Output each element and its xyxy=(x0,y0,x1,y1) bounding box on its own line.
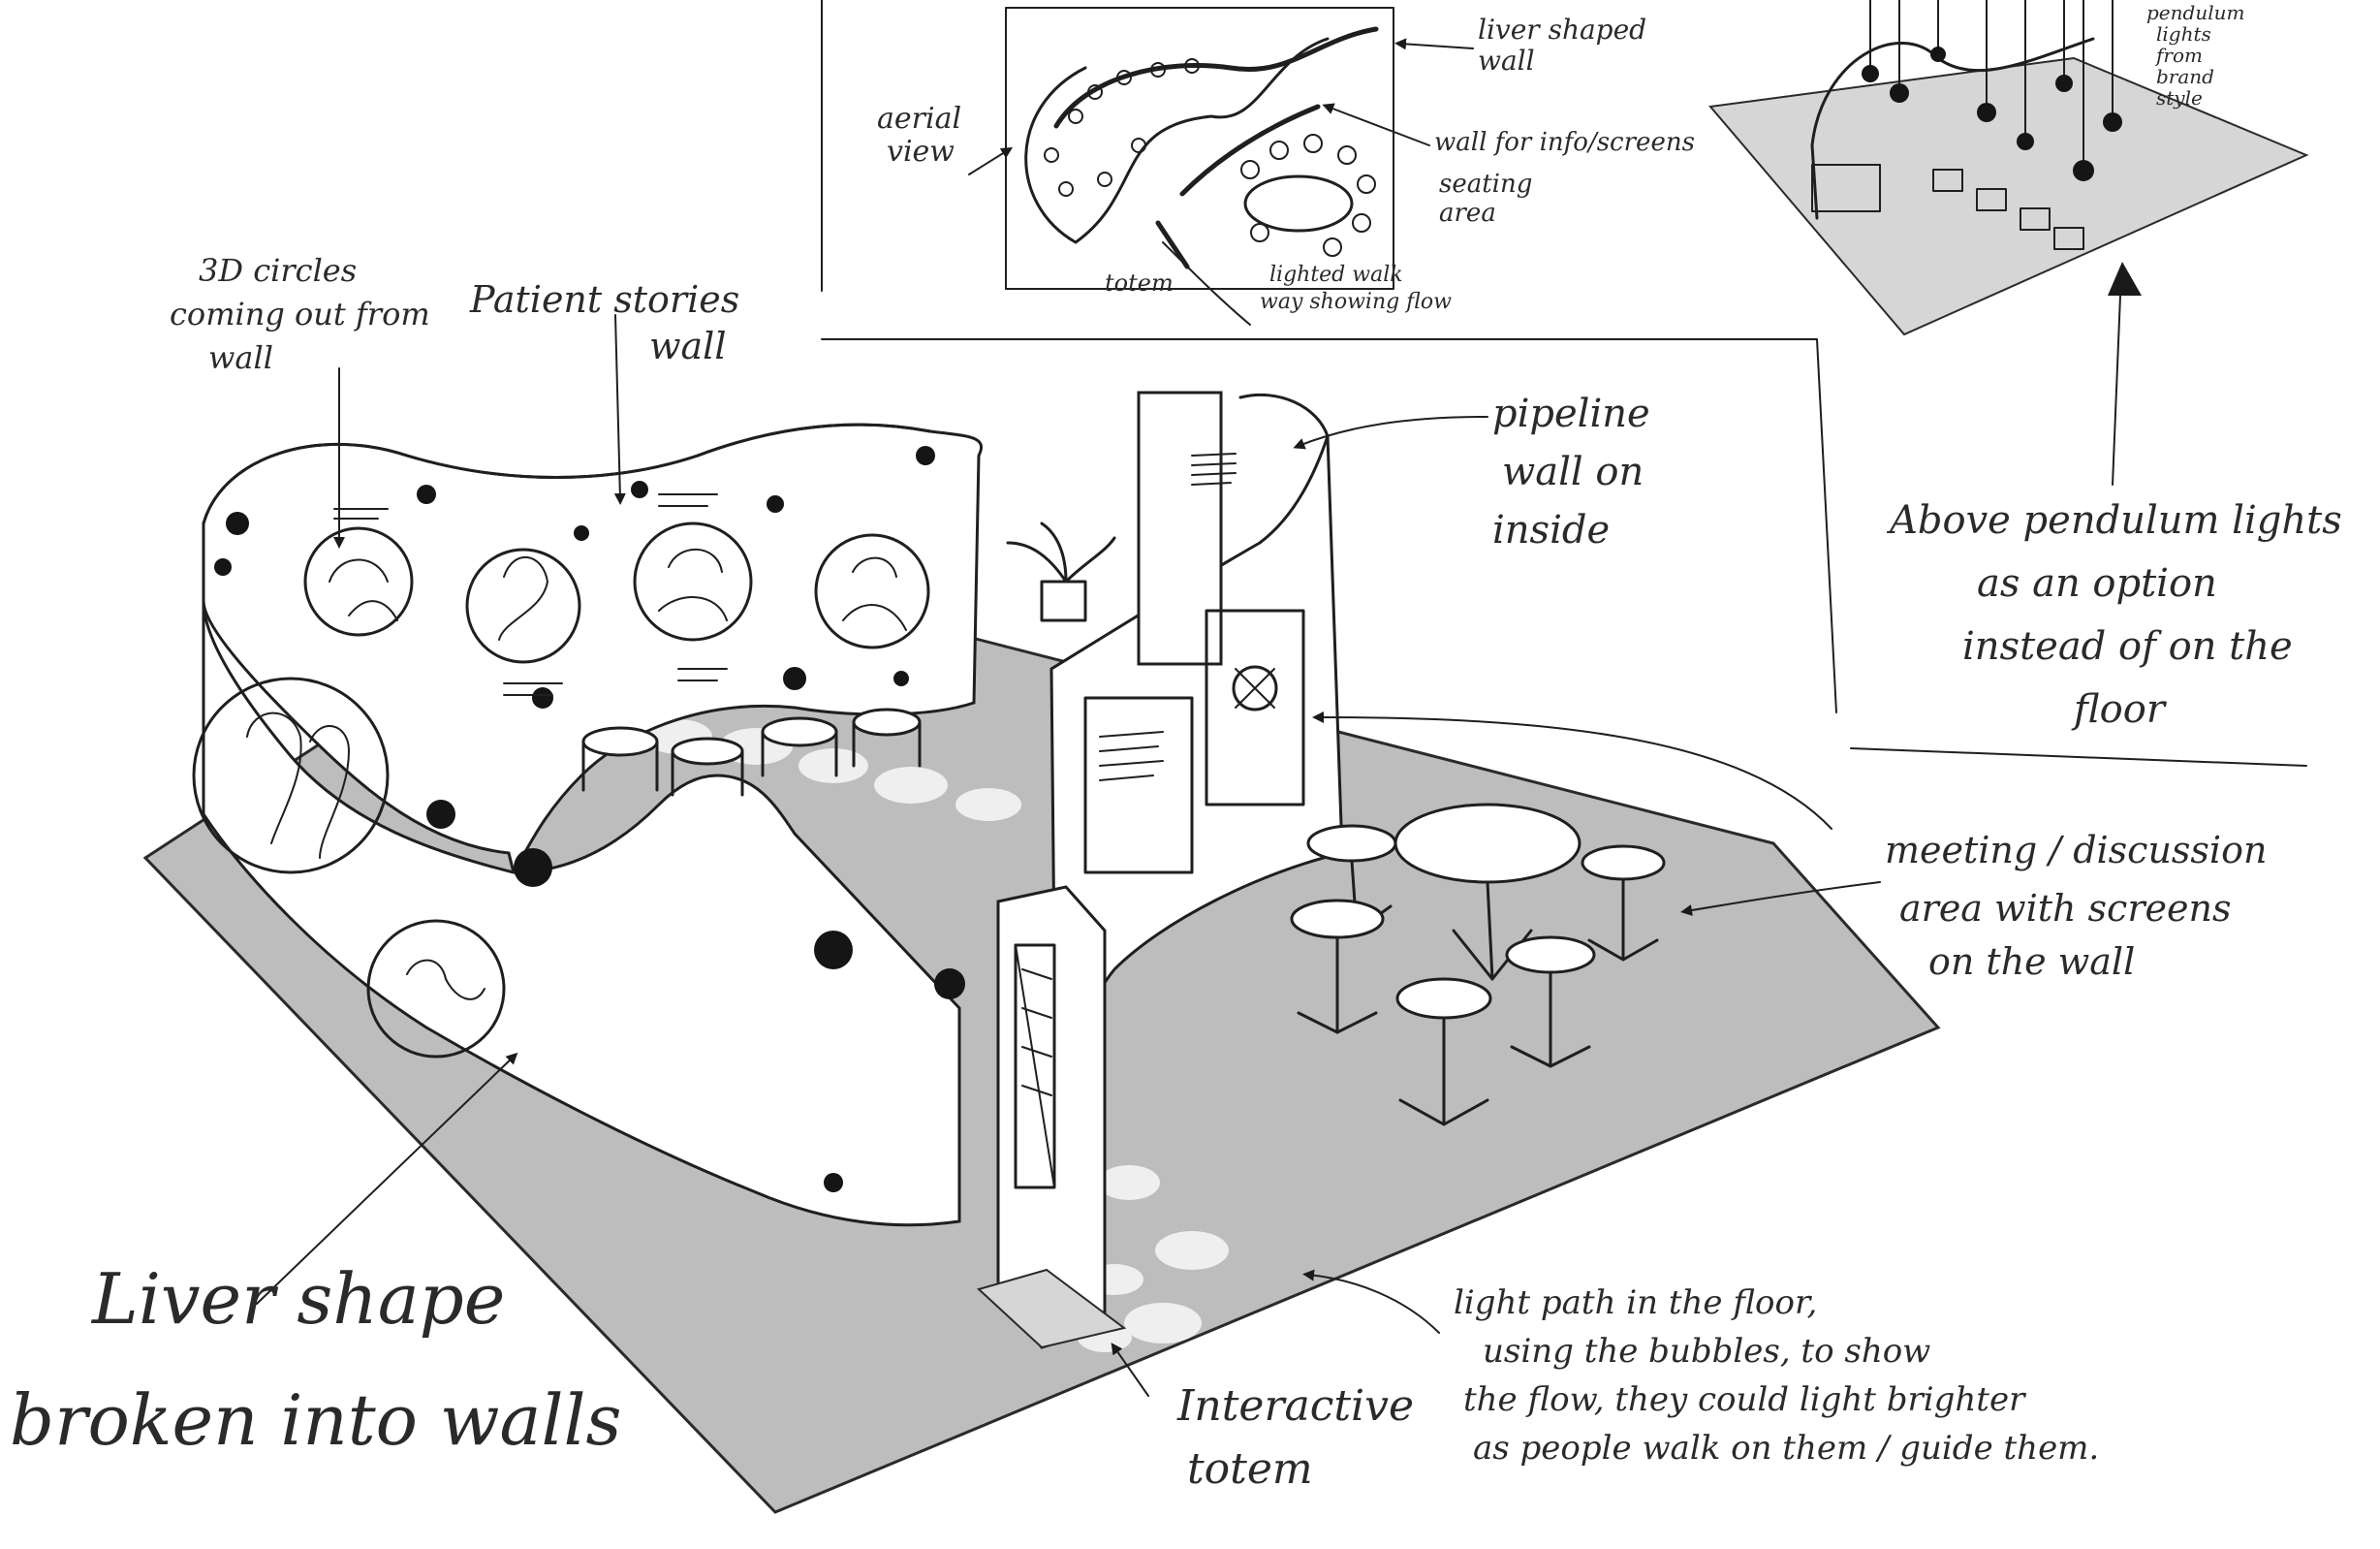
pipeline-wall-label: pipeline wall on inside xyxy=(1492,392,1662,553)
info-screens-label: wall for info/screens xyxy=(1434,128,1695,157)
patient-stories-wall-label: Patient stories wall xyxy=(469,278,751,367)
pendulum-lights-sketch: pendulum lights from brand style xyxy=(1708,0,2309,767)
light-path-label: light path in the floor, using the bubbl… xyxy=(1454,1283,2099,1468)
liver-shaped-wall xyxy=(192,423,983,1227)
corner-lights-note: pendulum lights from brand style xyxy=(2146,1,2251,110)
seating-stools xyxy=(581,708,922,797)
leader-lines xyxy=(256,314,1881,1397)
wall-3d-circles xyxy=(214,446,965,1192)
totem-label: totem xyxy=(1105,269,1174,297)
meeting-area-label: meeting / discussion area with screens o… xyxy=(1885,829,2279,983)
pendulum-lights-label: Above pendulum lights as an option inste… xyxy=(1886,498,2354,732)
patient-story-circles xyxy=(303,522,930,664)
meeting-area xyxy=(1290,803,1666,1126)
interactive-totem xyxy=(977,885,1127,1349)
liver-shape-label: Liver shape broken into walls xyxy=(10,1258,621,1461)
plant xyxy=(1006,522,1116,622)
3d-circles-label: 3D circles coming out from wall xyxy=(170,252,440,376)
interactive-totem-label: Interactive totem xyxy=(1176,1381,1427,1494)
